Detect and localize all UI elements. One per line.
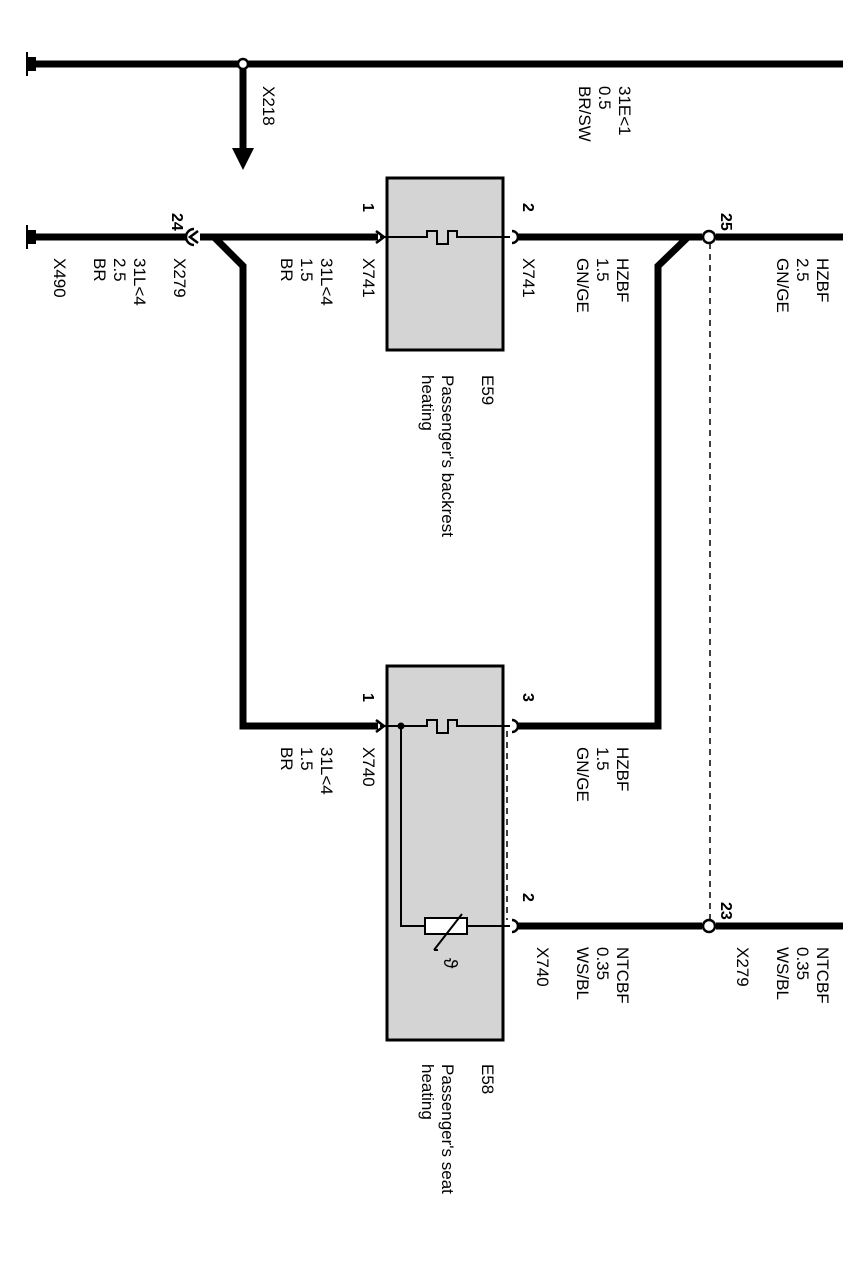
svg-text:Passenger's backrest: Passenger's backrest [438,375,457,537]
svg-text:0.35: 0.35 [793,947,812,980]
pin-23-label: 23 [717,902,734,920]
ntc-sensor-icon [424,917,468,935]
bus-junction [236,57,250,71]
connector-x279-pin24 [184,227,199,247]
main-harness [26,225,843,930]
svg-text:1.5: 1.5 [297,747,316,771]
svg-text:0.5: 0.5 [595,86,614,110]
e58-pin2-contact [511,918,520,934]
e58-left-wire-label: X740 31L<4 1.5 BR [277,747,378,795]
svg-text:X740: X740 [533,947,552,987]
svg-text:BR: BR [277,747,296,771]
e58-heater-wire-label: HZBF 1.5 GN/GE [573,747,632,802]
e59-caption: E59 Passenger's backrest heating [418,375,497,537]
svg-text:31E<1: 31E<1 [615,86,634,136]
e59-pin1-label: 1 [359,203,376,212]
component-e59 [375,176,520,352]
svg-text:E59: E59 [478,375,497,405]
svg-text:1.5: 1.5 [593,258,612,282]
top-ground-bus [26,52,843,170]
svg-text:X279: X279 [733,947,752,987]
svg-text:heating: heating [418,1064,437,1120]
svg-text:X490: X490 [50,258,69,298]
svg-text:2.5: 2.5 [793,258,812,282]
e58-pin1-contact [375,719,387,733]
svg-text:X741: X741 [519,258,538,298]
svg-text:E58: E58 [478,1064,497,1094]
svg-text:WS/BL: WS/BL [773,947,792,1000]
top-wire-label: 31E<1 0.5 BR/SW [575,86,634,142]
down-arrow-icon [232,148,254,170]
e58-pin1-label: 1 [359,693,376,702]
e59-pin2-contact [511,229,520,245]
svg-text:NTCBF: NTCBF [813,947,832,1004]
e59-pin2-label: 2 [519,203,536,212]
e58-sensor-wire-label: NTCBF 0.35 WS/BL X740 [533,947,632,1004]
svg-text:Passenger's seat: Passenger's seat [438,1064,457,1194]
e59-pin1-contact [375,230,387,244]
e59-right-wire-label: X741 HZBF 1.5 GN/GE [519,258,632,313]
e58-pin3-contact [511,718,520,734]
svg-text:31L<4: 31L<4 [317,258,336,306]
svg-text:HZBF: HZBF [613,747,632,791]
svg-text:X740: X740 [359,747,378,787]
svg-text:BR: BR [90,258,109,282]
svg-text:BR/SW: BR/SW [575,86,594,142]
svg-text:31L<4: 31L<4 [130,258,149,306]
connector-x279-pin25 [701,229,717,245]
svg-text:BR: BR [277,258,296,282]
svg-text:GN/GE: GN/GE [573,747,592,802]
ntc-theta-symbol: ϑ [439,958,460,969]
svg-text:0.35: 0.35 [593,947,612,980]
svg-text:HZBF: HZBF [613,258,632,302]
right-bottom-wire-label: NTCBF 0.35 WS/BL X279 [733,947,832,1004]
svg-text:X741: X741 [359,258,378,298]
svg-text:NTCBF: NTCBF [613,947,632,1004]
svg-text:2.5: 2.5 [110,258,129,282]
right-top-wire-label: HZBF 2.5 GN/GE [773,258,832,313]
left-wire-label: X279 31L<4 2.5 BR X490 [50,258,189,306]
svg-text:X279: X279 [170,258,189,298]
svg-text:HZBF: HZBF [813,258,832,302]
e58-pin2-label: 2 [519,893,536,902]
svg-text:1.5: 1.5 [593,747,612,771]
connector-x279-pin23 [701,918,717,934]
svg-text:31L<4: 31L<4 [317,747,336,795]
pin-24-label: 24 [168,213,185,231]
pin-25-label: 25 [717,213,734,231]
e58-pin3-label: 3 [519,693,536,702]
svg-text:GN/GE: GN/GE [773,258,792,313]
svg-text:1.5: 1.5 [297,258,316,282]
svg-text:heating: heating [418,375,437,431]
svg-text:WS/BL: WS/BL [573,947,592,1000]
e59-left-wire-label: X741 31L<4 1.5 BR [277,258,378,306]
arrow-ref-label: X218 [259,86,278,126]
svg-text:GN/GE: GN/GE [573,258,592,313]
e58-caption: E58 Passenger's seat heating [418,1064,497,1194]
component-e58 [375,664,520,1042]
